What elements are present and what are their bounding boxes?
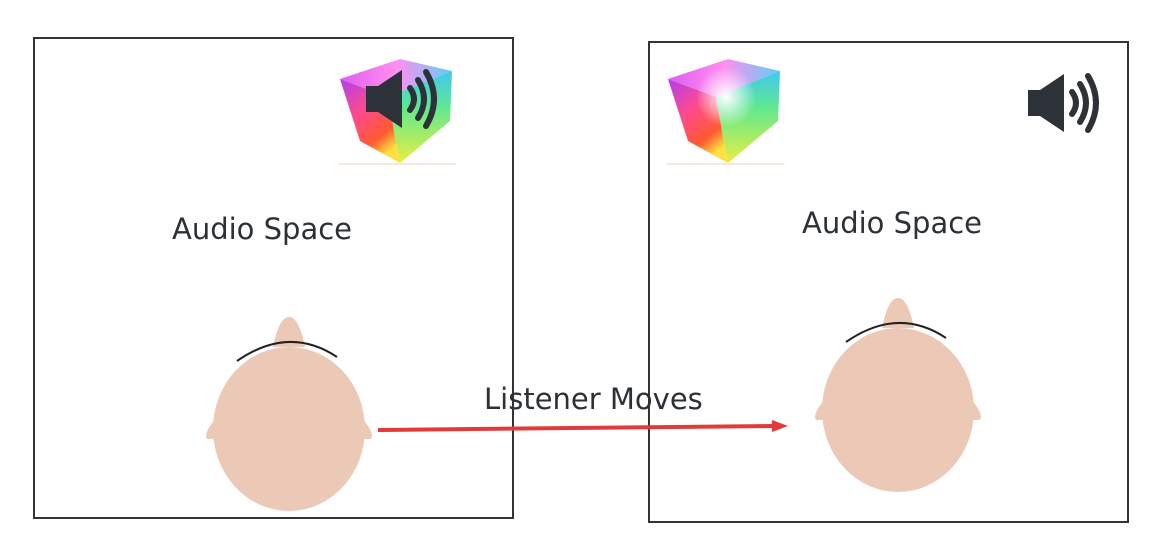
movement-arrow: [377, 420, 788, 432]
audio-space-panel-right: [648, 41, 1129, 523]
listener-head-icon: [815, 298, 981, 492]
audio-space-label: Audio Space: [802, 206, 983, 240]
listener-head-icon: [206, 317, 372, 511]
arrow-label: Listener Moves: [484, 382, 703, 416]
speaker-icon: [1028, 73, 1099, 133]
audio-space-panel-left: [33, 37, 514, 519]
speaker-icon: [366, 69, 437, 129]
audio-space-label: Audio Space: [172, 212, 353, 246]
color-cube-icon: [666, 59, 784, 165]
